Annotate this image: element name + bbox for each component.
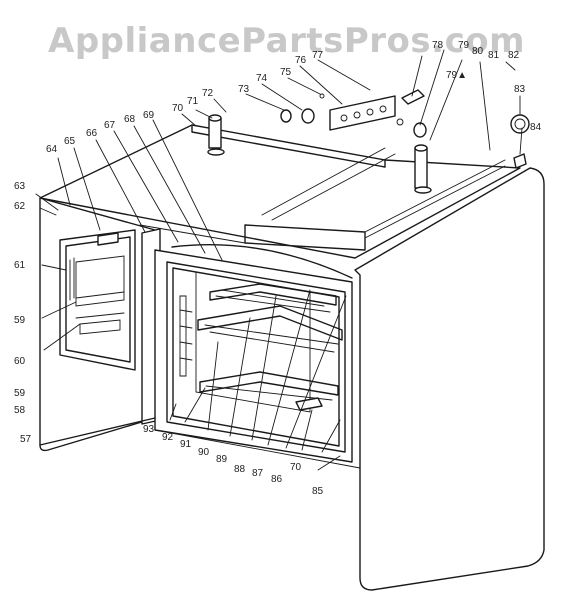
callout-81: 81 xyxy=(488,50,500,61)
bottom-rail xyxy=(39,417,361,469)
right-side-panel xyxy=(354,167,545,591)
watermark: AppliancePartsPros.com xyxy=(48,21,525,61)
callout-82: 82 xyxy=(508,50,520,61)
callout-93: 93 xyxy=(143,424,155,435)
callout-labels: 57 58 59 59 60 61 62 63 64 65 66 67 68 6… xyxy=(14,40,542,497)
oven-racks xyxy=(195,271,343,413)
callout-78: 78 xyxy=(432,40,444,51)
callout-59-lower: 59 xyxy=(14,388,26,399)
callout-72: 72 xyxy=(202,88,214,99)
callout-79-top: 79 xyxy=(458,40,470,51)
rack-rails xyxy=(179,295,193,377)
callout-79-arrow: 79▲ xyxy=(446,70,467,81)
callout-70-bottom: 70 xyxy=(290,462,302,473)
callout-86: 86 xyxy=(271,474,283,485)
callout-60: 60 xyxy=(14,356,26,367)
callout-76: 76 xyxy=(295,55,307,66)
callout-62: 62 xyxy=(14,201,26,212)
knob-ring xyxy=(510,114,530,134)
control-bracket xyxy=(280,89,427,138)
callout-66: 66 xyxy=(86,128,98,139)
callout-77: 77 xyxy=(312,50,324,61)
callout-59-upper: 59 xyxy=(14,315,26,326)
callout-88: 88 xyxy=(234,464,246,475)
callout-91: 91 xyxy=(180,439,192,450)
callout-69: 69 xyxy=(143,110,155,121)
callout-73: 73 xyxy=(238,84,250,95)
callout-63: 63 xyxy=(14,181,26,192)
callout-67: 67 xyxy=(104,120,116,131)
callout-90: 90 xyxy=(198,447,210,458)
callout-83: 83 xyxy=(514,84,526,95)
callout-57: 57 xyxy=(20,434,32,445)
callout-58: 58 xyxy=(14,405,26,416)
callout-74: 74 xyxy=(256,73,268,84)
callout-85: 85 xyxy=(312,486,324,497)
end-cap xyxy=(513,153,527,169)
callout-87: 87 xyxy=(252,468,264,479)
callout-64: 64 xyxy=(46,144,58,155)
callout-65: 65 xyxy=(64,136,76,147)
small-oven-cavity xyxy=(59,229,136,371)
callout-75: 75 xyxy=(280,67,292,78)
cooktop-frame xyxy=(39,124,521,259)
callout-80: 80 xyxy=(472,46,484,57)
callout-92: 92 xyxy=(162,432,174,443)
callout-71: 71 xyxy=(187,96,199,107)
callout-68: 68 xyxy=(124,114,136,125)
callout-84: 84 xyxy=(530,122,542,133)
burner-posts xyxy=(207,114,432,194)
callout-89: 89 xyxy=(216,454,228,465)
callout-70-top: 70 xyxy=(172,103,184,114)
leader-lines xyxy=(35,49,523,471)
callout-61: 61 xyxy=(14,260,26,271)
